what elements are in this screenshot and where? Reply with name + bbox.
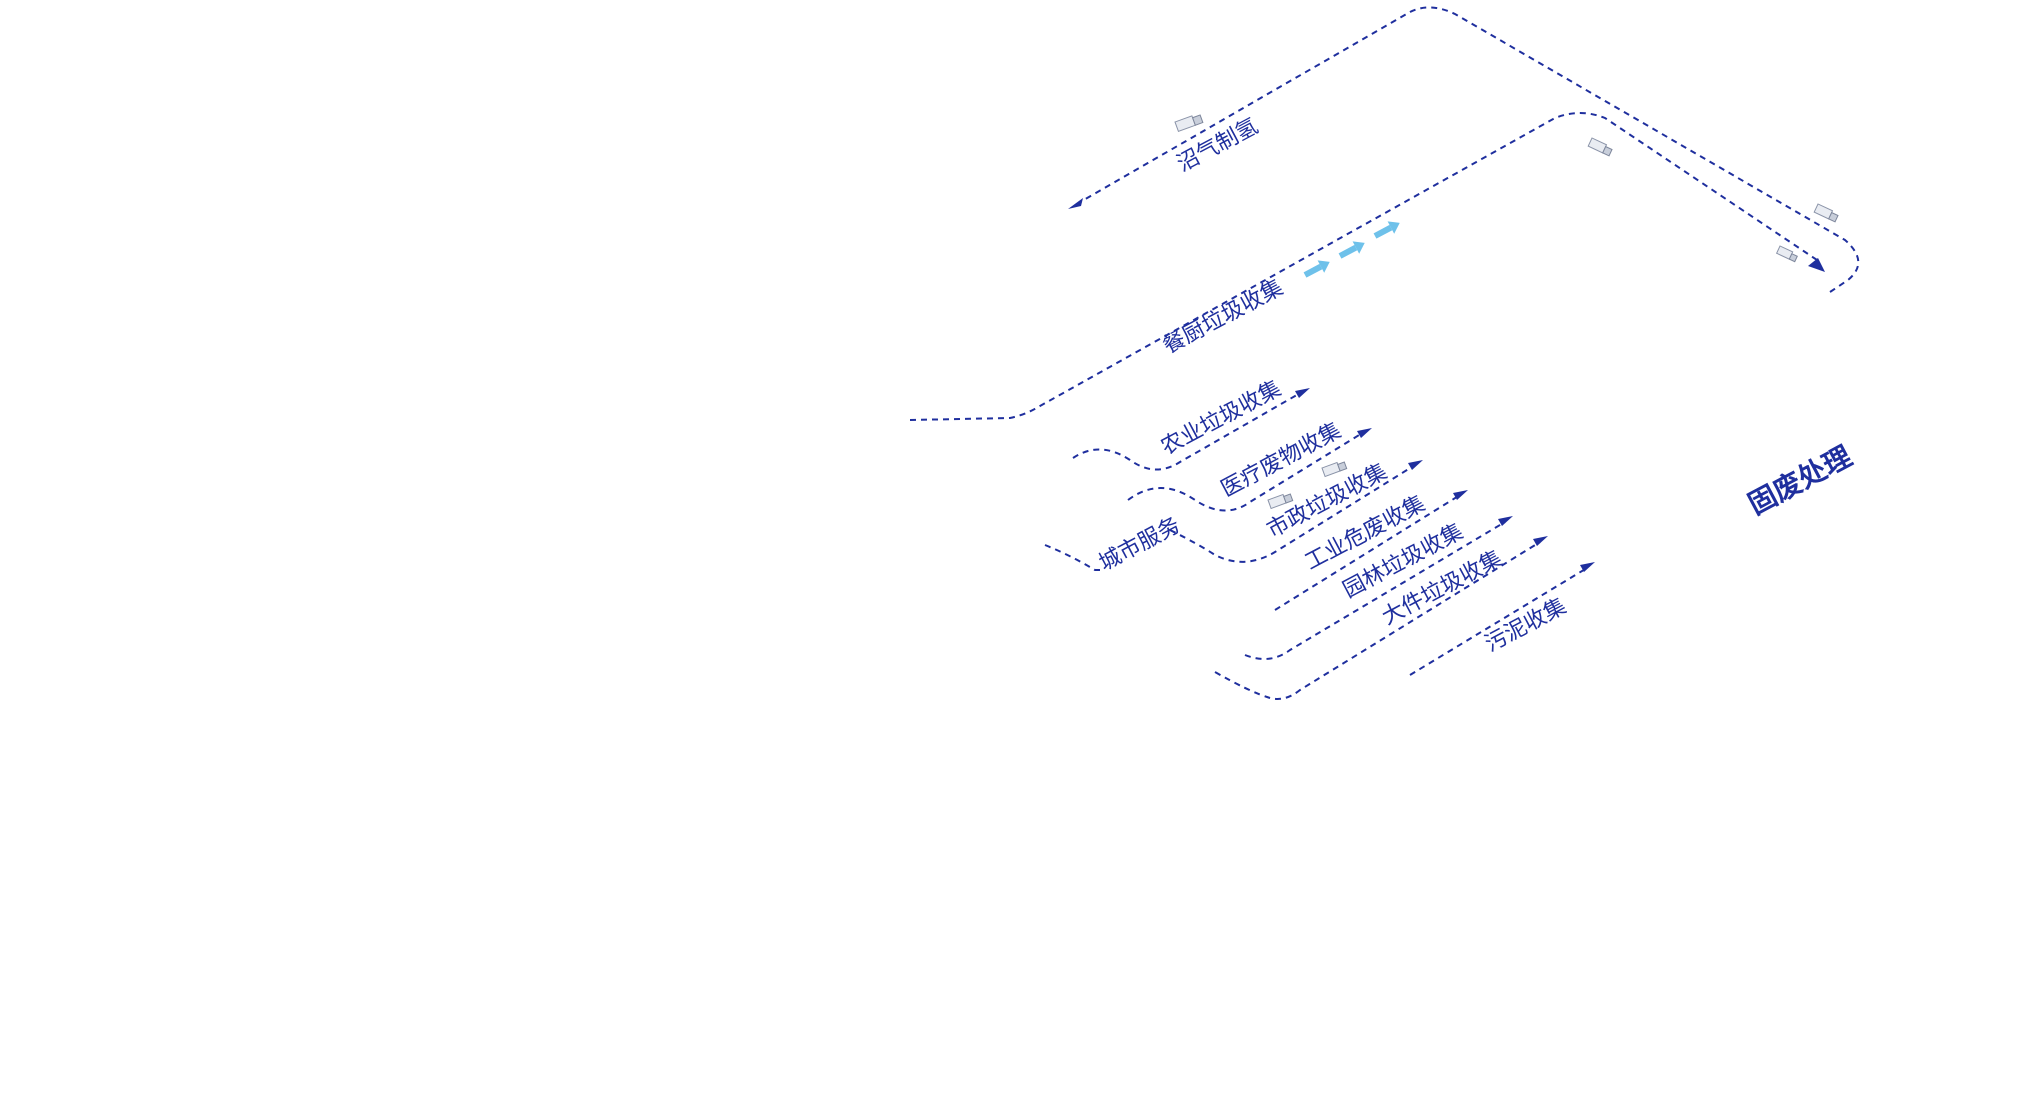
route-arrowhead-icon bbox=[1453, 490, 1468, 500]
truck-icon bbox=[1587, 137, 1613, 157]
truck-icon bbox=[1775, 245, 1798, 263]
route-arrowhead-icon bbox=[1808, 258, 1825, 272]
flow-arrow-icon bbox=[1338, 241, 1365, 259]
label-solid-waste: 固废处理 bbox=[1743, 439, 1857, 521]
flow-arrow-icon bbox=[1373, 221, 1400, 239]
route-agri bbox=[1072, 391, 1303, 471]
route-arrowhead-icon bbox=[1498, 516, 1513, 526]
route-municipal bbox=[1044, 464, 1416, 571]
label-agri: 农业垃圾收集 bbox=[1157, 376, 1285, 460]
flow-arrow-icon bbox=[1303, 260, 1330, 278]
label-kitchen: 餐厨垃圾收集 bbox=[1159, 275, 1287, 359]
route-arrowhead-icon bbox=[1408, 460, 1423, 470]
route-arrowhead-icon bbox=[1580, 562, 1595, 572]
truck-icon bbox=[1174, 114, 1204, 133]
truck-icon bbox=[1321, 461, 1348, 478]
route-arrowhead-icon bbox=[1295, 388, 1310, 398]
route-arrowhead-icon bbox=[1357, 428, 1372, 438]
route-arrowhead-icon bbox=[1068, 198, 1083, 209]
label-sludge: 污泥收集 bbox=[1481, 594, 1570, 657]
route-industrial bbox=[1274, 494, 1461, 611]
route-garden bbox=[1244, 521, 1506, 660]
route-bulky bbox=[1214, 541, 1541, 700]
truck-icon bbox=[1813, 203, 1839, 223]
route-kitchen bbox=[909, 112, 1821, 421]
truck-icon bbox=[1267, 493, 1294, 510]
route-sludge bbox=[1409, 567, 1588, 676]
label-city-service: 城市服务 bbox=[1095, 513, 1184, 576]
route-arrowhead-icon bbox=[1533, 536, 1548, 546]
